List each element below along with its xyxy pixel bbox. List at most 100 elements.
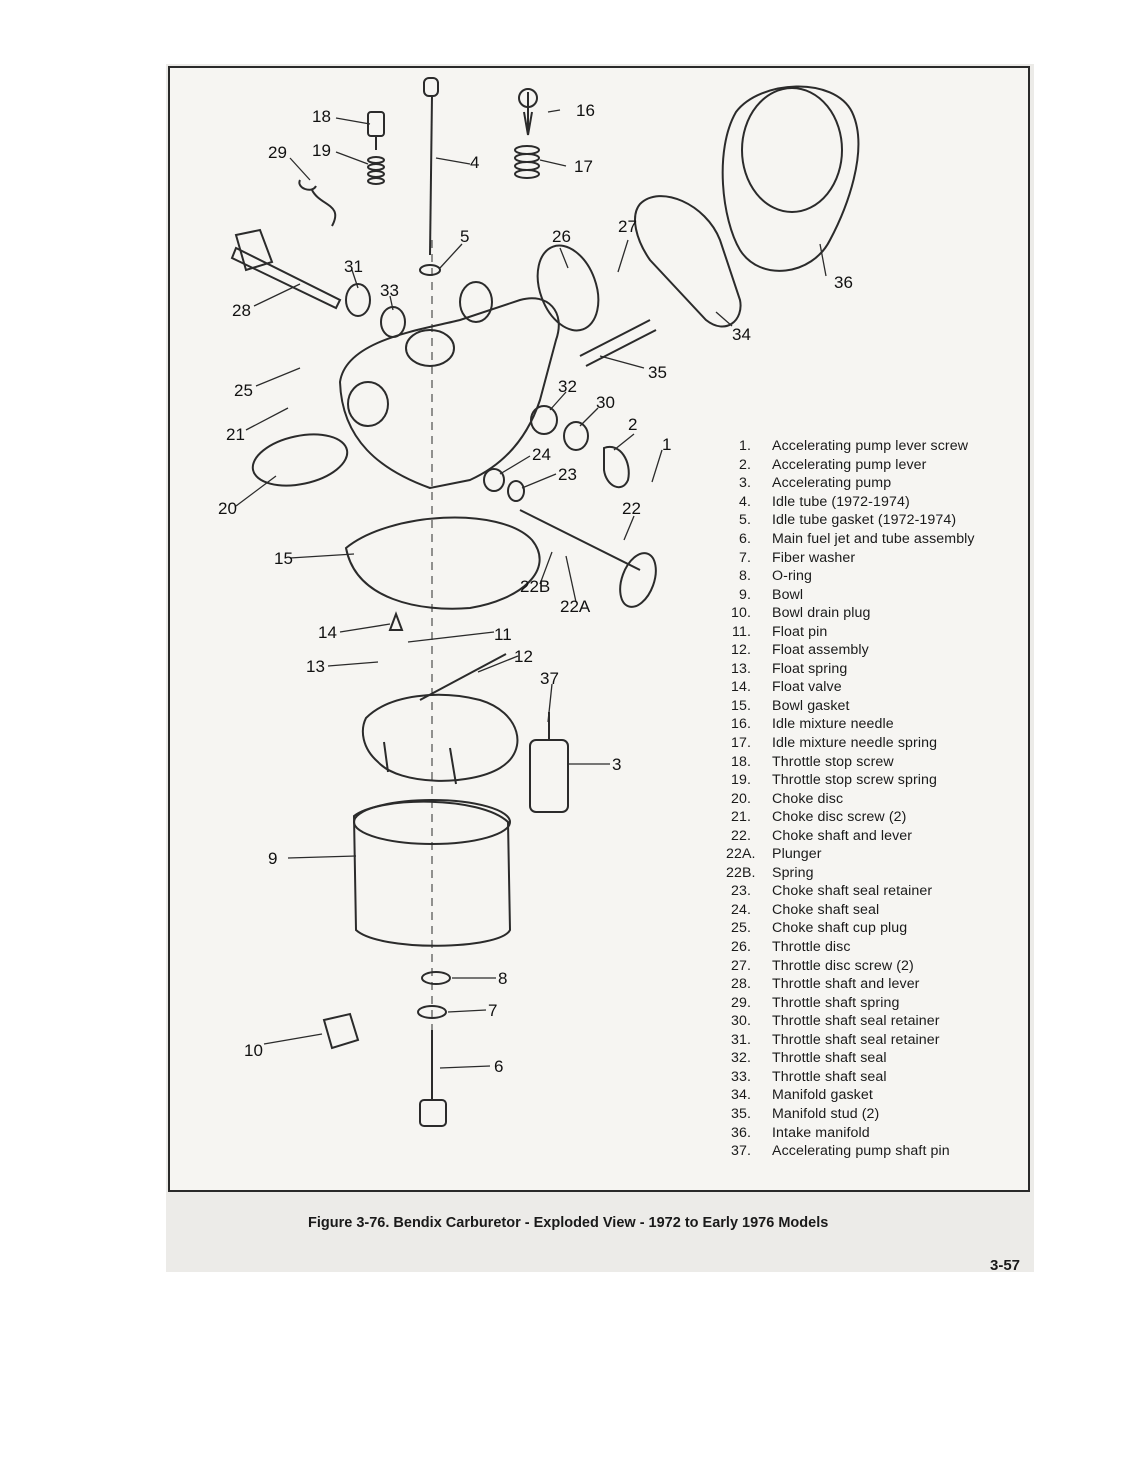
callout-22b: 22B (520, 577, 551, 596)
legend-number: 18. (730, 753, 751, 770)
legend-item: 13. Float spring (726, 660, 1026, 679)
legend-item: 27.Throttle disc screw (2) (726, 956, 1026, 975)
legend-item: 24.Choke shaft seal (726, 901, 1026, 920)
legend-label: Choke disc screw (2) (772, 809, 907, 826)
callout-33: 33 (380, 281, 399, 300)
legend-number: 1. (738, 438, 751, 455)
callout-13: 13 (306, 657, 325, 676)
callout-2: 2 (628, 415, 638, 434)
legend-item: 4.Idle tube (1972-1974) (726, 493, 1026, 512)
leader-lines (235, 109, 827, 1069)
callout-30: 30 (596, 393, 615, 412)
legend-number: 8. (738, 568, 751, 585)
legend-item: 8.O-ring (726, 567, 1026, 586)
legend-label: Accelerating pump (772, 475, 892, 492)
legend-label: Bowl (772, 586, 804, 603)
legend-number: 37. (730, 1143, 751, 1160)
legend-number: 9. (738, 586, 751, 603)
callout-4: 4 (470, 153, 480, 172)
legend-label: Choke shaft and lever (772, 827, 913, 844)
legend-number: 14. (730, 679, 751, 696)
legend-label: Choke disc (772, 790, 844, 807)
legend-item: 25. Choke shaft cup plug (726, 919, 1026, 938)
legend-label: Idle mixture needle spring (772, 735, 938, 752)
main-jet-part (419, 1030, 447, 1127)
legend-label: Bowl drain plug (772, 605, 871, 622)
legend-number: 15. (730, 697, 751, 714)
legend-number: 6. (738, 531, 751, 547)
legend-number: 29. (730, 994, 751, 1011)
legend-label: Throttle shaft seal retainer (772, 1013, 940, 1030)
legend-number: 16. (730, 716, 751, 733)
legend-item: 16. Idle mixture needle (726, 715, 1026, 734)
o-ring-part (421, 971, 451, 985)
legend-label: Idle tube gasket (1972-1974) (772, 512, 957, 529)
callout-23: 23 (558, 465, 577, 484)
legend-label: Main fuel jet and tube assembly (772, 531, 975, 547)
legend-number: 17. (730, 735, 751, 752)
legend-number: 22B. (726, 864, 756, 881)
legend-number: 22A. (726, 846, 756, 863)
legend-label: Choke shaft seal (772, 901, 880, 918)
callout-6: 6 (494, 1057, 504, 1076)
legend-item: 36.Intake manifold (726, 1123, 1026, 1142)
throttle-stop-screw-part (367, 111, 385, 185)
throttle-shaft-part (230, 179, 342, 310)
callout-18: 18 (312, 107, 331, 126)
callout-19: 19 (312, 141, 331, 160)
choke-shaft-part (519, 509, 657, 608)
callout-25: 25 (234, 381, 253, 400)
legend-item: 22.Choke shaft and lever (726, 826, 1026, 845)
legend-number: 10. (730, 605, 751, 622)
callout-35: 35 (648, 363, 667, 382)
legend-label: Throttle stop screw (772, 753, 894, 770)
legend-label: Float spring (772, 660, 848, 677)
legend-number: 19. (730, 772, 751, 789)
legend-number: 21. (730, 809, 751, 826)
legend-number: 30. (730, 1013, 751, 1030)
legend-item: 1. Accelerating pump lever screw (726, 437, 1026, 456)
callout-3: 3 (612, 755, 622, 774)
legend-number: 20. (730, 790, 751, 807)
legend-label: Throttle disc screw (2) (772, 957, 914, 974)
bowl-gasket-part (344, 516, 541, 610)
legend-label: Idle mixture needle (772, 716, 894, 733)
callout-28: 28 (232, 301, 251, 320)
callout-27: 27 (618, 217, 637, 236)
callout-5: 5 (460, 227, 470, 246)
legend-label: Accelerating pump lever screw (772, 438, 969, 455)
legend-item: 5.Idle tube gasket (1972-1974) (726, 511, 1026, 530)
legend-number: 13. (730, 660, 751, 677)
legend-number: 23. (730, 883, 751, 900)
legend-number: 26. (730, 939, 751, 956)
callout-11: 11 (494, 625, 512, 644)
carburetor-body (338, 264, 560, 490)
legend-number: 35. (730, 1105, 751, 1122)
idle-mixture-needle-part (518, 88, 538, 136)
figure-frame (168, 66, 1030, 1192)
callout-12: 12 (514, 647, 533, 666)
legend-label: Choke shaft cup plug (772, 920, 908, 937)
callout-15: 15 (274, 549, 293, 568)
pump-lever-part (603, 445, 630, 489)
legend-number: 31. (730, 1031, 751, 1048)
legend-label: Float assembly (772, 642, 869, 659)
legend-number: 33. (730, 1068, 751, 1085)
callout-36: 36 (834, 273, 853, 292)
legend-item: 6. Main fuel jet and tube assembly (726, 530, 1026, 549)
legend-item: 34.Manifold gasket (726, 1086, 1026, 1105)
legend-item: 18. Throttle stop screw (726, 752, 1026, 771)
figure-caption: Figure 3-76. Bendix Carburetor - Explode… (308, 1215, 829, 1231)
legend-item: 11.Float pin (726, 622, 1026, 641)
legend-item: 10. Bowl drain plug (726, 604, 1026, 623)
idle-tube-part (423, 77, 439, 256)
callout-8: 8 (498, 969, 508, 988)
legend-number: 25. (730, 920, 751, 937)
callout-7: 7 (488, 1001, 498, 1020)
legend-item: 21. Choke disc screw (2) (726, 808, 1026, 827)
accelerating-pump-part (529, 712, 569, 813)
legend-label: Intake manifold (772, 1124, 870, 1141)
callout-24: 24 (532, 445, 551, 464)
legend-item: 31.Throttle shaft seal retainer (726, 1031, 1026, 1050)
callout-20: 20 (218, 499, 237, 518)
